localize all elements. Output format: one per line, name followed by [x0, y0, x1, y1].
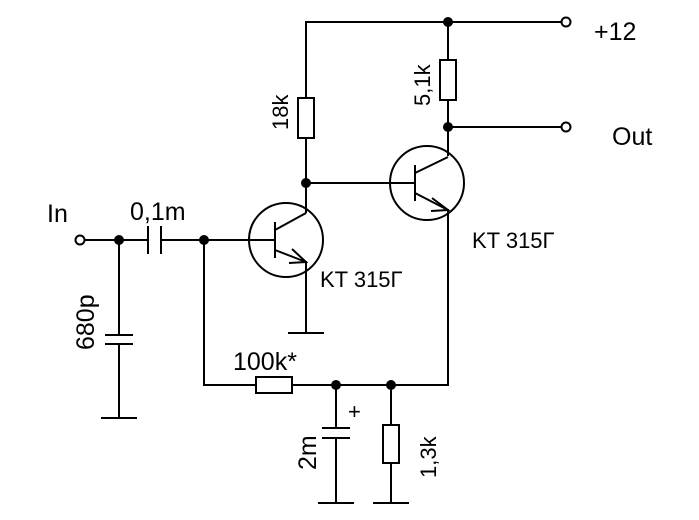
- transistor-t1: [248, 183, 324, 278]
- capacitor-2m: [322, 427, 350, 439]
- resistor-5-1k: [439, 59, 457, 101]
- supply-terminal: [560, 16, 572, 28]
- transistor-t2-label: KT 315Г: [472, 228, 555, 253]
- capacitor-0-1m: [147, 226, 162, 254]
- capacitor-680p: [105, 334, 133, 345]
- output-terminal: [560, 121, 572, 133]
- ground-symbols: [101, 332, 409, 504]
- resistor-100k: [255, 376, 293, 394]
- resistor-1-3k-label: 1,3k: [416, 435, 441, 478]
- junction-dots: [114, 17, 453, 390]
- capacitor-plus-label: +: [348, 399, 361, 424]
- resistor-100k-label: 100k*: [233, 348, 297, 376]
- capacitor-0-1m-label: 0,1m: [130, 198, 186, 226]
- input-label: In: [47, 200, 68, 228]
- capacitor-680p-label: 680p: [72, 294, 100, 350]
- transistor-t2: [389, 145, 465, 221]
- supply-label: +12: [594, 18, 636, 46]
- output-label: Out: [612, 123, 652, 151]
- resistor-18k: [297, 97, 315, 139]
- transistor-t1-label: KT 315Г: [320, 267, 403, 292]
- emitter-arrow-icon: [288, 248, 309, 264]
- input-terminal: [74, 234, 86, 246]
- resistor-18k-label: 18k: [268, 94, 293, 130]
- capacitor-2m-label: 2m: [294, 435, 322, 470]
- resistor-5-1k-label: 5,1k: [410, 63, 435, 106]
- resistor-1-3k: [382, 424, 400, 464]
- wires: [83, 21, 563, 504]
- emitter-arrow-icon: [430, 197, 451, 212]
